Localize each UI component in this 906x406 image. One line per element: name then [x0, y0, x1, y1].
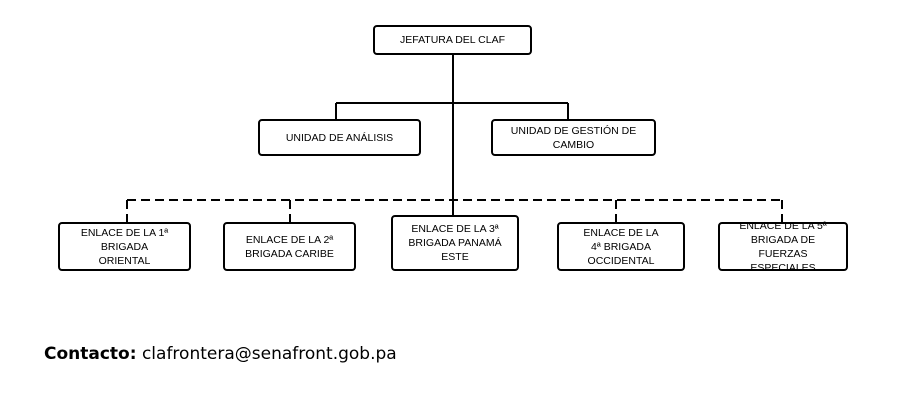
node-enlace-4-brigada: ENLACE DE LA 4ª BRIGADA OCCIDENTAL	[557, 222, 685, 271]
contact-label: Contacto:	[44, 344, 137, 364]
contact-email: clafrontera@senafront.gob.pa	[141, 344, 397, 364]
node-jefatura: JEFATURA DEL CLAF	[373, 25, 532, 55]
node-enlace-2-brigada: ENLACE DE LA 2ª BRIGADA CARIBE	[223, 222, 356, 271]
node-enlace-1-brigada: ENLACE DE LA 1ª BRIGADA ORIENTAL	[58, 222, 191, 271]
node-enlace-3-brigada: ENLACE DE LA 3ª BRIGADA PANAMÁ ESTE	[391, 215, 519, 271]
node-enlace-5-brigada: ENLACE DE LA 5ª BRIGADA DE FUERZAS ESPEC…	[718, 220, 848, 274]
node-unidad-analisis: UNIDAD DE ANÁLISIS	[258, 119, 421, 156]
node-unidad-gestion-cambio: UNIDAD DE GESTIÓN DE CAMBIO	[491, 119, 656, 156]
contact-line: Contacto: clafrontera@senafront.gob.pa	[44, 344, 397, 364]
